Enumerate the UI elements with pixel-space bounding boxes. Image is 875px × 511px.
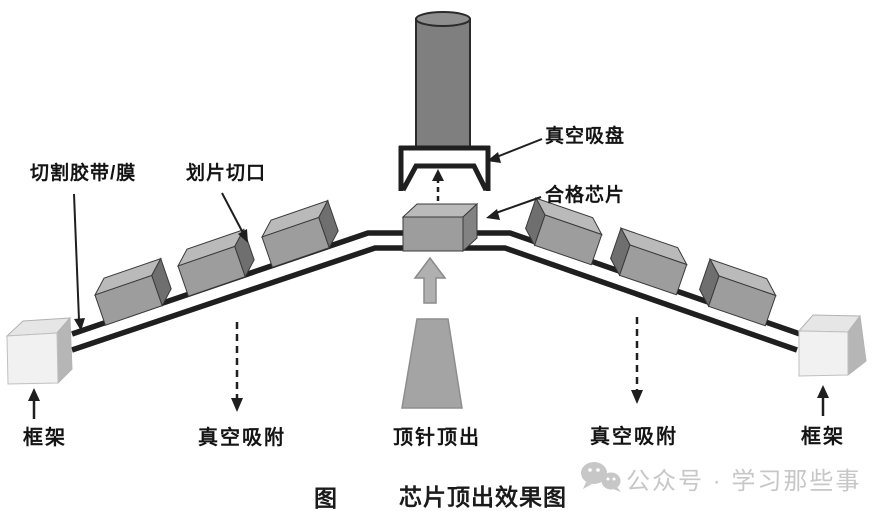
watermark-text: 公众号 · 学习那些事 <box>626 468 862 495</box>
frame-cube-left <box>5 316 73 385</box>
wechat-icon <box>581 462 621 492</box>
label-good-die: 合格芯片 <box>545 185 626 206</box>
frame-cube-right <box>797 314 867 377</box>
label-cut-tape: 切割胶带/膜 <box>30 163 137 184</box>
label-vacuum-chuck: 真空吸盘 <box>545 126 626 147</box>
scribe-cut-leader-line <box>221 192 248 243</box>
good-die-leader-line <box>486 196 542 220</box>
chip <box>93 257 172 326</box>
diced-chips-right <box>525 196 777 327</box>
lift-direction-arrow-icon <box>432 169 444 201</box>
label-vacuum-suction-right: 真空吸附 <box>590 426 678 448</box>
vacuum-chuck-shape <box>398 145 491 192</box>
pickup-cylinder <box>415 11 471 148</box>
label-frame-right: 框架 <box>801 426 845 448</box>
good-die-chip <box>401 202 479 253</box>
ejector-pin-shape <box>401 318 463 409</box>
label-scribe-cut: 划片切口 <box>186 163 267 184</box>
chip <box>699 257 777 327</box>
vacuum-chuck-leader-line <box>487 138 543 163</box>
chip <box>176 228 255 297</box>
diced-chips-left <box>93 199 339 326</box>
label-frame-left: 框架 <box>23 427 67 449</box>
vacuum-down-arrow-right-icon <box>631 317 643 404</box>
chip <box>525 196 603 266</box>
chip <box>260 199 339 268</box>
label-ejector-pin-out: 顶针顶出 <box>393 427 481 449</box>
suction-cup-profile <box>400 163 489 192</box>
caption-title: 芯片顶出效果图 <box>399 485 567 510</box>
label-vacuum-suction-left: 真空吸附 <box>198 427 286 449</box>
frame-right-arrow-icon <box>817 385 829 416</box>
chip <box>610 226 688 296</box>
eject-direction-arrow-icon <box>413 256 447 304</box>
caption-prefix: 图 <box>314 486 338 511</box>
vacuum-down-arrow-left-icon <box>231 322 243 412</box>
cut-tape-leader-line <box>73 193 85 331</box>
frame-left-arrow-icon <box>28 388 40 419</box>
